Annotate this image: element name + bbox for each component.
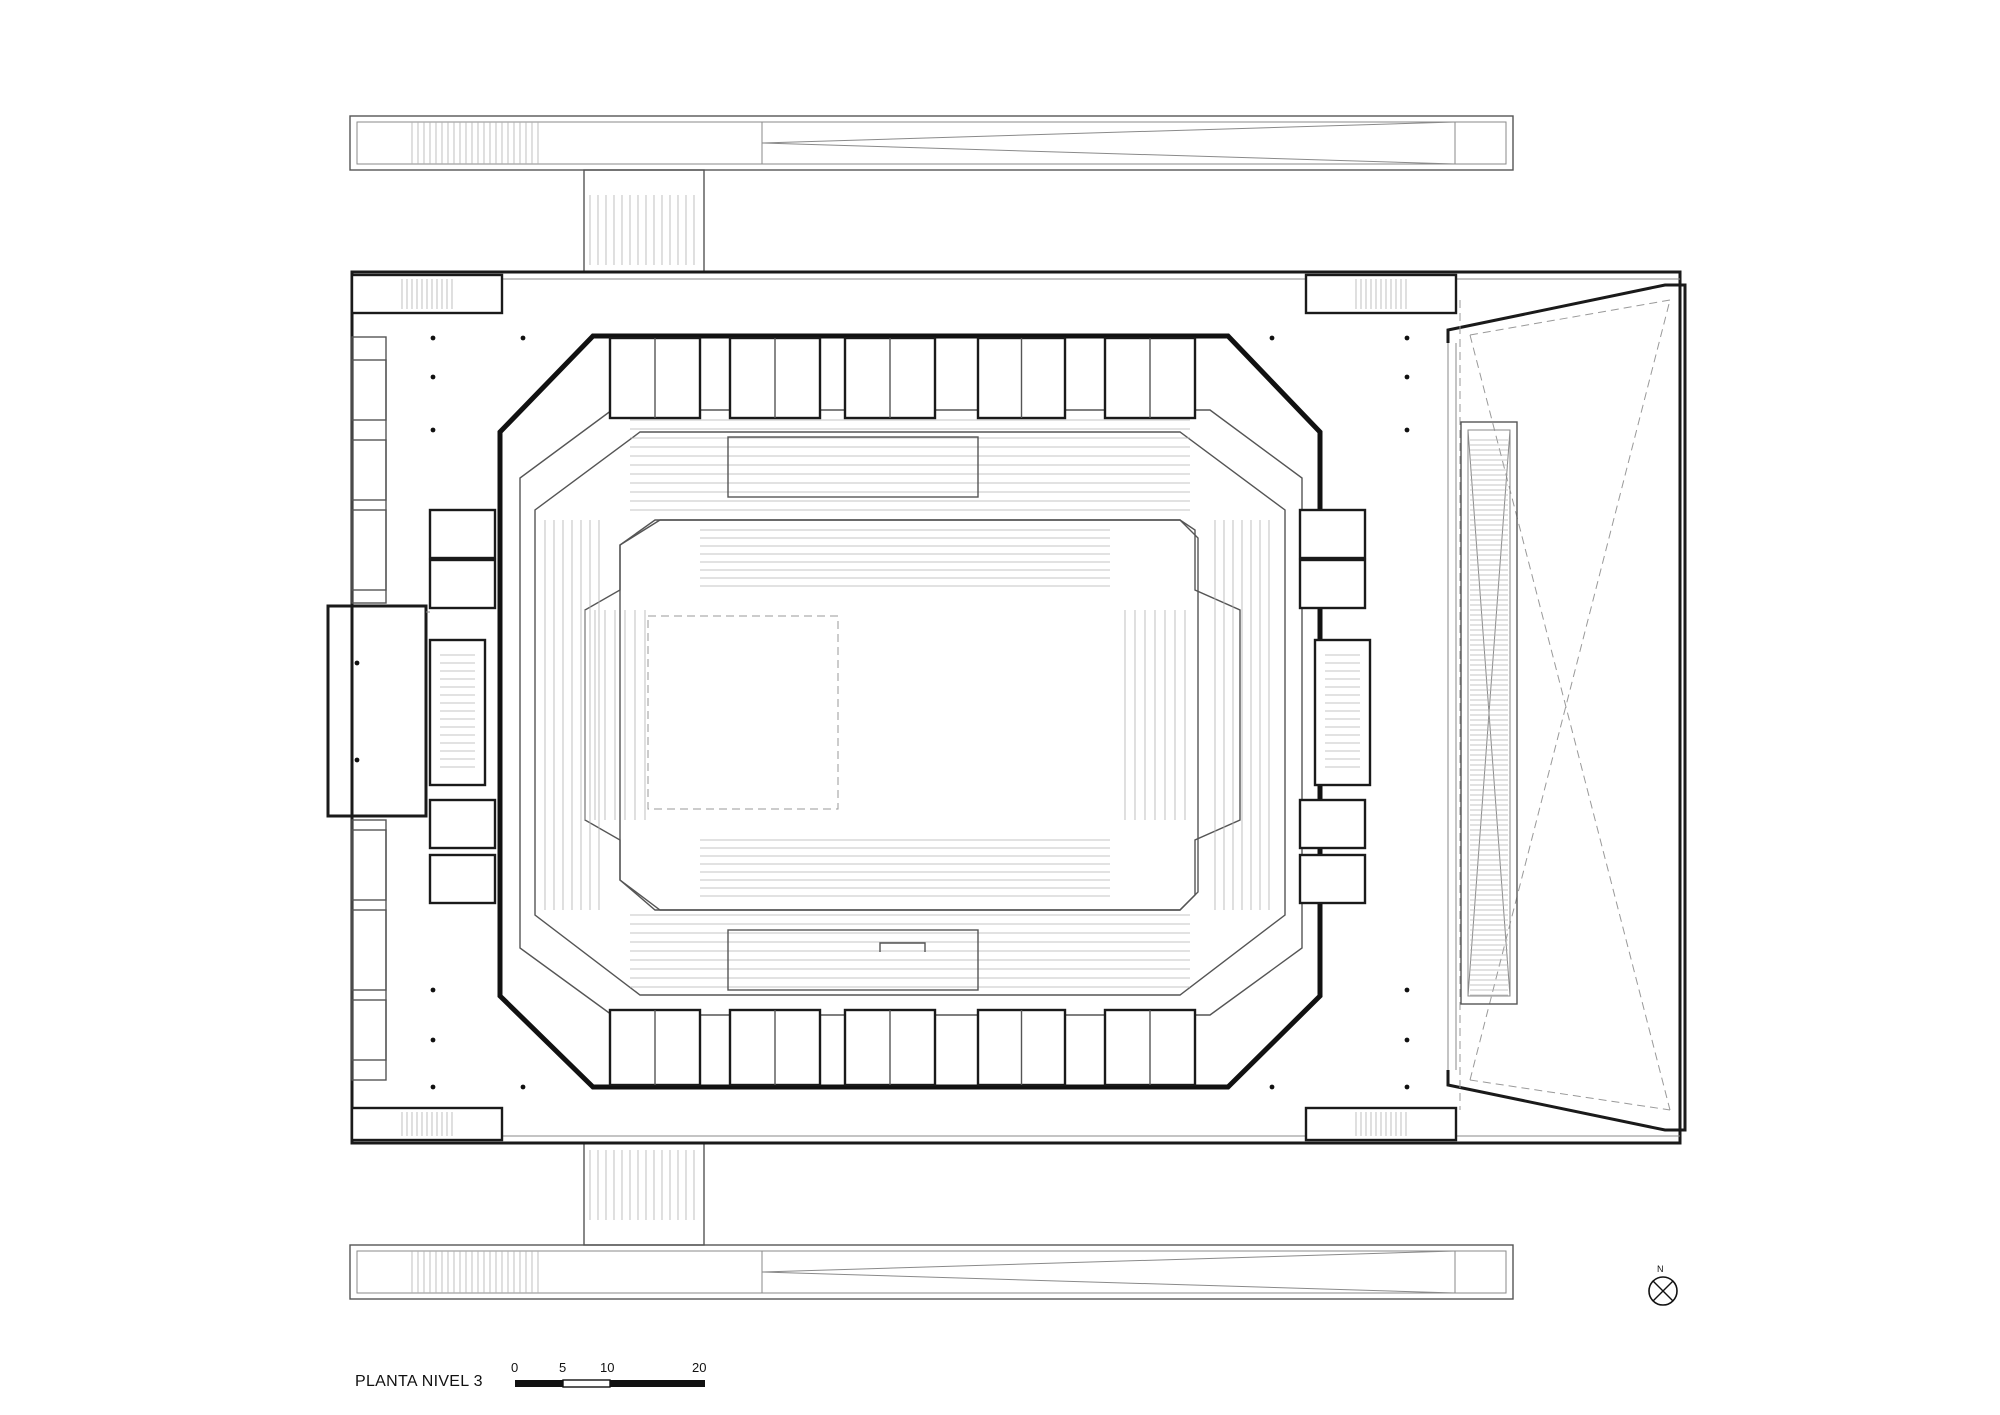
service-room	[351, 909, 387, 991]
scale-tick-10: 10	[600, 1360, 614, 1375]
scale-bar: 0 5 10 20	[511, 1360, 706, 1388]
column	[1404, 335, 1410, 341]
svg-text:N: N	[1657, 1264, 1664, 1274]
column	[354, 757, 360, 763]
column	[430, 427, 436, 433]
lounge	[1313, 638, 1372, 787]
structural-columns	[354, 335, 1410, 1090]
column	[430, 1084, 436, 1090]
suite-box	[428, 558, 497, 610]
suite-box	[1298, 508, 1367, 560]
column	[520, 1084, 526, 1090]
service-room	[351, 829, 387, 901]
column	[520, 335, 526, 341]
column	[430, 374, 436, 380]
column	[1404, 1037, 1410, 1043]
suite-box	[1298, 853, 1367, 905]
column	[1404, 987, 1410, 993]
suite-ring	[428, 336, 1372, 1087]
stair-cores	[350, 273, 1458, 1142]
service-room	[351, 439, 387, 501]
column	[430, 335, 436, 341]
top-walkway	[349, 115, 1514, 273]
scale-tick-20: 20	[692, 1360, 706, 1375]
service-room	[351, 999, 387, 1061]
building-outline	[326, 270, 1682, 1145]
column	[1269, 335, 1275, 341]
column	[430, 1037, 436, 1043]
column	[354, 660, 360, 666]
drawing-title: PLANTA NIVEL 3	[355, 1373, 483, 1390]
seating-bowl	[497, 333, 1323, 1090]
column	[1269, 1084, 1275, 1090]
suite-box	[428, 798, 497, 850]
suite-box	[1298, 798, 1367, 850]
lounge	[428, 638, 487, 787]
column	[1404, 427, 1410, 433]
north-arrow-icon: N	[1648, 1264, 1678, 1306]
scale-tick-5: 5	[559, 1360, 566, 1375]
column	[1404, 374, 1410, 380]
bottom-walkway	[349, 1142, 1514, 1300]
scale-tick-0: 0	[511, 1360, 518, 1375]
service-room	[351, 359, 387, 421]
suite-box	[1298, 558, 1367, 610]
service-room	[351, 509, 387, 591]
column	[1404, 1084, 1410, 1090]
suite-box	[428, 508, 497, 560]
suite-box	[428, 853, 497, 905]
column	[430, 987, 436, 993]
east-terrace	[1446, 283, 1687, 1132]
